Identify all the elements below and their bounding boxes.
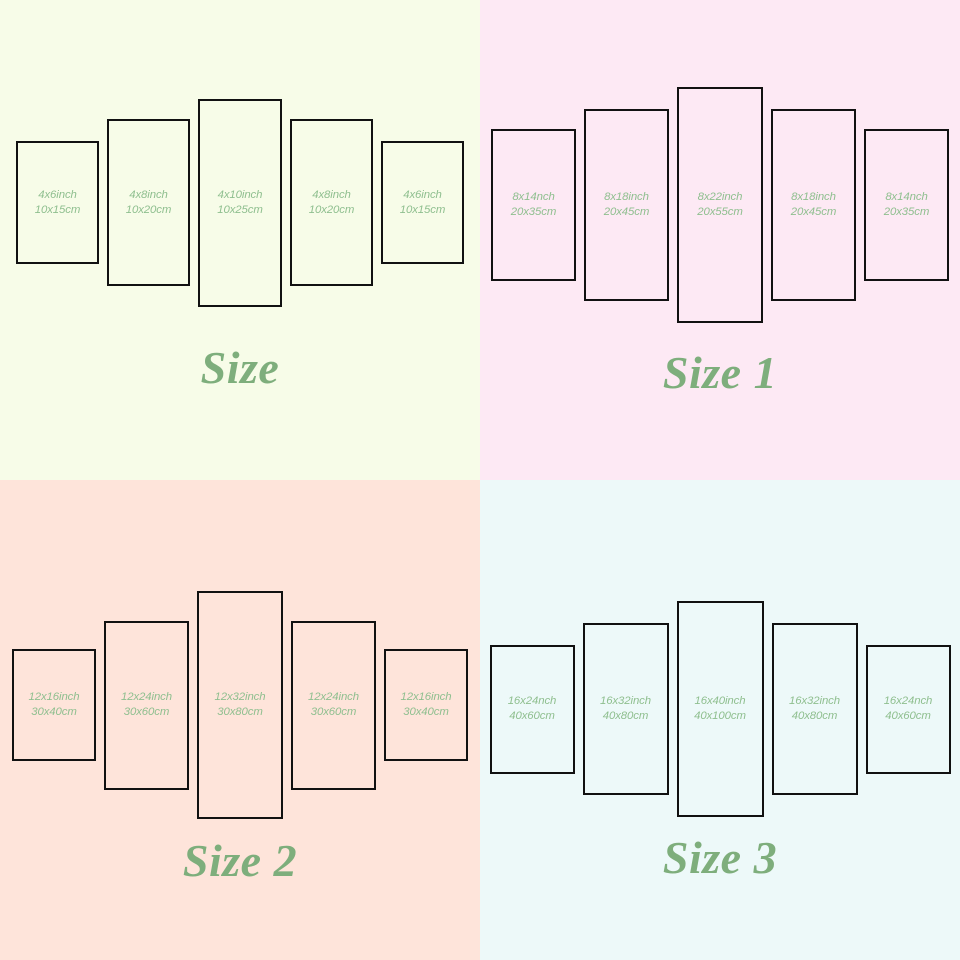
canvas-panel-3[interactable]: 4x10inch 10x25cm bbox=[198, 98, 282, 307]
panel-size-centimetres: 20x45cm bbox=[790, 206, 837, 218]
panel-cluster-size: 4x6inch 10x15cm 4x8inch 10x20cm 4x10inch 10x2… bbox=[0, 95, 480, 310]
panel-size-label: 8x18inch 20x45cm bbox=[791, 190, 837, 219]
canvas-panel-4[interactable]: 4x8inch 10x20cm bbox=[290, 119, 373, 286]
panel-size-label: 16x32inch 40x80cm bbox=[600, 694, 651, 723]
panel-size-label: 4x6inch 10x15cm bbox=[35, 188, 81, 217]
panel-size-inches: 12x24inch bbox=[307, 691, 360, 704]
panel-size-label: 12x16inch 30x40cm bbox=[28, 690, 79, 719]
canvas-panel-5[interactable]: 16x24nch 40x60cm bbox=[865, 644, 951, 774]
canvas-panel-3[interactable]: 12x32inch 30x80cm bbox=[197, 591, 283, 819]
panel-size-label: 12x16inch 30x40cm bbox=[400, 690, 451, 719]
quadrant-size-3: 16x24nch 40x60cm 16x32inch 40x80cm 16x40inch… bbox=[480, 480, 960, 960]
quadrant-size-1: 8x14nch 20x35cm 8x18inch 20x45cm 8x22inch 20x… bbox=[480, 0, 960, 480]
quadrant-heading-size-3: Size 3 bbox=[662, 832, 778, 883]
panel-size-label: 4x8inch 10x20cm bbox=[126, 188, 172, 217]
canvas-panel-3[interactable]: 16x40inch 40x100cm bbox=[676, 601, 764, 817]
panel-cluster-size-3: 16x24nch 40x60cm 16x32inch 40x80cm 16x40inch… bbox=[480, 596, 960, 822]
panel-size-centimetres: 30x40cm bbox=[403, 706, 449, 718]
panel-size-inches: 16x32inch bbox=[788, 695, 841, 708]
panel-size-label: 8x14nch 20x35cm bbox=[884, 190, 930, 219]
panel-size-label: 16x24nch 40x60cm bbox=[508, 694, 557, 723]
panel-size-centimetres: 30x40cm bbox=[31, 706, 77, 718]
canvas-panel-5[interactable]: 12x16inch 30x40cm bbox=[384, 649, 468, 761]
panel-size-centimetres: 20x45cm bbox=[603, 206, 650, 218]
panel-size-centimetres: 20x35cm bbox=[510, 206, 557, 218]
panel-size-centimetres: 40x80cm bbox=[791, 710, 838, 722]
panel-size-centimetres: 10x20cm bbox=[308, 203, 355, 216]
panel-size-inches: 12x32inch bbox=[214, 691, 266, 704]
panel-size-inches: 8x18inch bbox=[604, 191, 649, 204]
panel-size-inches: 4x8inch bbox=[312, 188, 351, 201]
panel-size-centimetres: 40x60cm bbox=[509, 710, 555, 722]
canvas-panel-1[interactable]: 16x24nch 40x60cm bbox=[489, 644, 575, 774]
panel-size-centimetres: 30x60cm bbox=[310, 706, 357, 718]
panel-size-inches: 4x8inch bbox=[129, 188, 168, 201]
canvas-panel-1[interactable]: 8x14nch 20x35cm bbox=[491, 129, 576, 281]
canvas-panel-1[interactable]: 4x6inch 10x15cm bbox=[16, 141, 99, 264]
panel-size-label: 4x8inch 10x20cm bbox=[309, 188, 355, 217]
panel-size-centimetres: 30x60cm bbox=[123, 706, 170, 718]
canvas-panel-2[interactable]: 12x24inch 30x60cm bbox=[104, 620, 189, 790]
panel-size-inches: 8x14nch bbox=[512, 191, 555, 204]
panel-size-label: 16x32inch 40x80cm bbox=[789, 694, 840, 723]
quadrant-size-2: 12x16inch 30x40cm 12x24inch 30x60cm 12x32inc… bbox=[0, 480, 480, 960]
panel-cluster-size-1: 8x14nch 20x35cm 8x18inch 20x45cm 8x22inch 20x… bbox=[480, 85, 960, 325]
panel-size-centimetres: 10x15cm bbox=[399, 203, 446, 216]
panel-size-inches: 16x32inch bbox=[599, 695, 652, 708]
panel-cluster-size-2: 12x16inch 30x40cm 12x24inch 30x60cm 12x32inc… bbox=[0, 588, 480, 822]
panel-size-inches: 12x24inch bbox=[120, 691, 173, 704]
panel-size-inches: 16x24nch bbox=[883, 695, 933, 708]
canvas-panel-4[interactable]: 8x18inch 20x45cm bbox=[771, 109, 856, 301]
panel-size-label: 8x22inch 20x55cm bbox=[697, 190, 743, 219]
quadrant-heading-size: Size bbox=[200, 342, 280, 393]
panel-size-label: 8x18inch 20x45cm bbox=[604, 190, 650, 219]
panel-size-centimetres: 10x25cm bbox=[217, 203, 263, 216]
panel-size-inches: 16x40inch bbox=[694, 695, 746, 708]
quadrant-heading-size-2: Size 2 bbox=[182, 835, 298, 886]
panel-size-label: 12x32inch 30x80cm bbox=[214, 690, 265, 719]
panel-size-label: 12x24inch 30x60cm bbox=[121, 690, 172, 719]
panel-size-inches: 8x18inch bbox=[791, 191, 836, 204]
panel-size-inches: 8x14nch bbox=[885, 191, 928, 204]
panel-size-centimetres: 20x55cm bbox=[697, 206, 743, 218]
panel-size-centimetres: 30x80cm bbox=[217, 706, 263, 718]
panel-size-label: 12x24inch 30x60cm bbox=[308, 690, 359, 719]
panel-size-inches: 12x16inch bbox=[28, 691, 80, 704]
panel-size-inches: 4x6inch bbox=[38, 188, 77, 201]
panel-size-centimetres: 40x80cm bbox=[602, 710, 649, 722]
canvas-panel-2[interactable]: 8x18inch 20x45cm bbox=[584, 109, 669, 301]
panel-size-centimetres: 20x35cm bbox=[883, 206, 930, 218]
canvas-panel-1[interactable]: 12x16inch 30x40cm bbox=[12, 649, 96, 761]
quadrant-heading-size-1: Size 1 bbox=[662, 347, 778, 398]
panel-size-label: 8x14nch 20x35cm bbox=[511, 190, 557, 219]
quadrant-size: 4x6inch 10x15cm 4x8inch 10x20cm 4x10inch 10x2… bbox=[0, 0, 480, 480]
canvas-panel-5[interactable]: 4x6inch 10x15cm bbox=[381, 141, 464, 264]
panel-size-inches: 12x16inch bbox=[400, 691, 452, 704]
panel-size-inches: 8x22inch bbox=[697, 191, 743, 204]
canvas-panel-2[interactable]: 16x32inch 40x80cm bbox=[582, 623, 669, 795]
panel-size-centimetres: 10x20cm bbox=[125, 203, 172, 216]
panel-size-inches: 4x10inch bbox=[217, 188, 263, 201]
canvas-panel-5[interactable]: 8x14nch 20x35cm bbox=[864, 129, 949, 281]
panel-size-label: 4x10inch 10x25cm bbox=[217, 188, 263, 217]
canvas-panel-4[interactable]: 16x32inch 40x80cm bbox=[771, 623, 858, 795]
panel-size-label: 16x24nch 40x60cm bbox=[884, 694, 933, 723]
canvas-panel-3[interactable]: 8x22inch 20x55cm bbox=[677, 87, 763, 323]
canvas-panel-4[interactable]: 12x24inch 30x60cm bbox=[291, 620, 376, 790]
panel-size-inches: 4x6inch bbox=[403, 188, 442, 201]
panel-size-label: 16x40inch 40x100cm bbox=[694, 694, 746, 723]
panel-size-centimetres: 40x60cm bbox=[885, 710, 931, 722]
panel-size-label: 4x6inch 10x15cm bbox=[400, 188, 446, 217]
panel-size-centimetres: 40x100cm bbox=[694, 710, 746, 722]
canvas-panel-2[interactable]: 4x8inch 10x20cm bbox=[107, 119, 190, 286]
panel-size-inches: 16x24nch bbox=[507, 695, 557, 708]
panel-size-centimetres: 10x15cm bbox=[34, 203, 81, 216]
